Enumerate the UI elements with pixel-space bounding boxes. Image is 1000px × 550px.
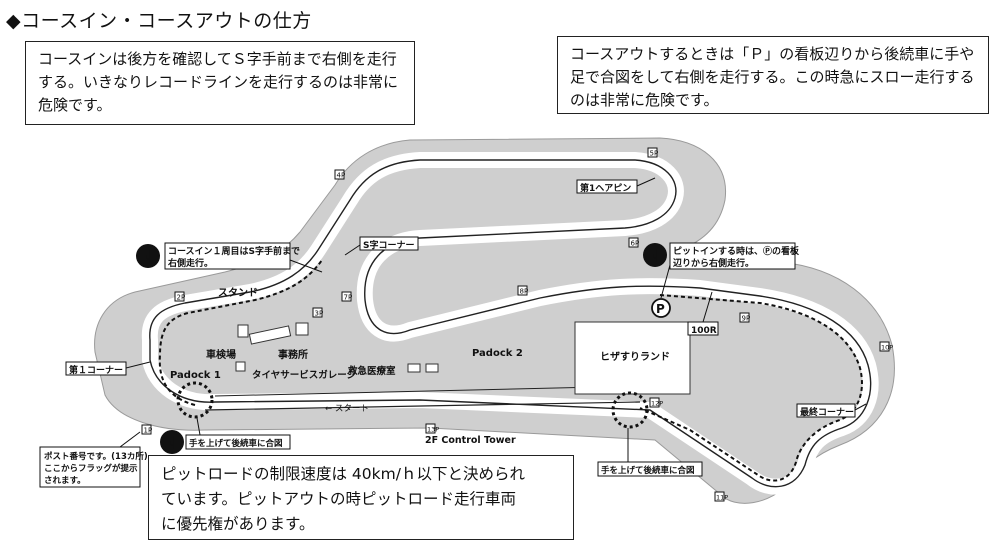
svg-text:6P: 6P xyxy=(631,240,640,248)
svg-text:9P: 9P xyxy=(742,315,751,323)
p-sign-label: P xyxy=(656,302,665,316)
label-control-tower: 2F Control Tower xyxy=(425,435,516,446)
svg-text:!: ! xyxy=(651,246,659,267)
label-tire-garage: タイヤサービスガレージ xyxy=(252,369,357,381)
office-building xyxy=(295,322,309,336)
course-in-note: コースインは後方を確認してＳ字手前まで右側を走行する。いきなりレコードラインを走… xyxy=(25,41,415,125)
svg-text:10P: 10P xyxy=(881,344,893,352)
svg-text:!: ! xyxy=(144,247,152,268)
pit-road xyxy=(204,401,641,411)
post-marker: 2P xyxy=(174,291,186,302)
post-marker: 4P xyxy=(334,169,346,180)
garage-building xyxy=(248,325,292,345)
post-marker: 12P xyxy=(649,397,663,408)
callout-course-in-1: コースイン１周目はS字手前まで xyxy=(168,245,300,257)
post-marker: 11P xyxy=(714,491,728,502)
inspection-building xyxy=(235,361,246,372)
pit-road-line2: ています。ピットアウトの時ピットロード走行車両 xyxy=(161,490,516,508)
runoff-area xyxy=(94,137,895,504)
post-marker: 6P xyxy=(628,237,640,248)
hizasuri-area xyxy=(574,321,691,395)
post-marker: 7P xyxy=(341,291,353,302)
svg-text:8P: 8P xyxy=(520,288,529,296)
svg-text:11P: 11P xyxy=(716,494,728,502)
svg-text:!: ! xyxy=(168,433,176,454)
callout-pit-in-box xyxy=(669,242,796,270)
label-corner1: 第１コーナー xyxy=(69,364,123,376)
label-last-corner: 最終コーナー xyxy=(800,406,854,418)
post-marker: 5P xyxy=(647,147,659,158)
medical-building-2 xyxy=(425,363,439,373)
medical-building xyxy=(407,363,421,373)
stand-building xyxy=(237,324,249,338)
track-outline xyxy=(149,159,872,488)
post-marker: 10P xyxy=(879,341,893,352)
label-office: 事務所 xyxy=(278,348,308,361)
svg-text:5P: 5P xyxy=(650,150,659,158)
callout-signal-right: 手を上げて後続車に合図 xyxy=(601,465,695,476)
callout-signal-right-box xyxy=(597,461,703,477)
callout-post-3: されます。 xyxy=(44,476,86,486)
callout-post-1: ポスト番号です。(13カ所) xyxy=(44,451,148,462)
callout-post-box xyxy=(39,446,141,488)
label-medical: 救急医療室 xyxy=(348,365,396,377)
pit-road-note: ピットロードの制限速度は 40km/ｈ以下と決められ ています。ピットアウトの時… xyxy=(148,455,574,540)
pit-road-line3: に優先権があります。 xyxy=(161,515,315,533)
page-title: ◆コースイン・コースアウトの仕方 xyxy=(6,10,312,32)
post-marker: 9P xyxy=(739,312,751,323)
callout-signal-left: 手を上げて後続車に合図 xyxy=(189,438,283,449)
post-marker: 13P xyxy=(425,423,439,434)
post-marker: 1P xyxy=(141,424,153,435)
label-start: ← スタート xyxy=(325,404,369,414)
post-marker: 3P xyxy=(312,307,324,318)
course-out-note: コースアウトするときは「Ｐ」の看板辺りから後続車に手や足で合図をして右側を走行す… xyxy=(557,36,989,114)
label-inspection: 車検場 xyxy=(206,348,236,361)
svg-text:3P: 3P xyxy=(315,310,324,318)
pit-road-inner xyxy=(214,385,641,397)
pit-road-line1: ピットロードの制限速度は 40km/ｈ以下と決められ xyxy=(161,465,525,483)
label-padock2: Padock 2 xyxy=(472,348,523,359)
callout-signal-left-box xyxy=(185,434,291,450)
post-marker: 8P xyxy=(517,285,529,296)
svg-text:13P: 13P xyxy=(427,426,439,434)
svg-text:2P: 2P xyxy=(177,294,186,302)
label-100r: 100R xyxy=(691,326,717,336)
label-padock1: Padock 1 xyxy=(170,370,221,381)
label-hairpin: 第1ヘアピン xyxy=(580,182,631,194)
driving-line-right xyxy=(639,294,863,482)
driving-line xyxy=(158,259,323,406)
callout-course-in-2: 右側走行。 xyxy=(167,257,213,269)
label-hizasuri: ヒザすりランド xyxy=(600,351,670,363)
warning-icon: ! xyxy=(160,430,184,454)
callout-course-in-box xyxy=(164,242,291,270)
label-stand: スタンド xyxy=(218,287,258,299)
svg-text:7P: 7P xyxy=(344,294,353,302)
svg-text:1P: 1P xyxy=(144,427,153,435)
p-sign-icon xyxy=(651,298,671,318)
warning-icon: ! xyxy=(643,243,667,267)
svg-text:4P: 4P xyxy=(337,172,346,180)
warning-icon: ! xyxy=(136,244,160,268)
signal-zone-left-icon xyxy=(176,381,214,419)
callout-post-2: ここからフラッグが提示 xyxy=(44,463,138,474)
callout-pit-in-1: ピットインする時は、Ⓟの看板 xyxy=(673,245,800,257)
signal-zone-right-icon xyxy=(611,391,649,429)
svg-text:12P: 12P xyxy=(651,400,663,408)
label-s-curve: S字コーナー xyxy=(363,239,414,251)
callout-pit-in-2: 辺りから右側走行。 xyxy=(673,257,754,269)
